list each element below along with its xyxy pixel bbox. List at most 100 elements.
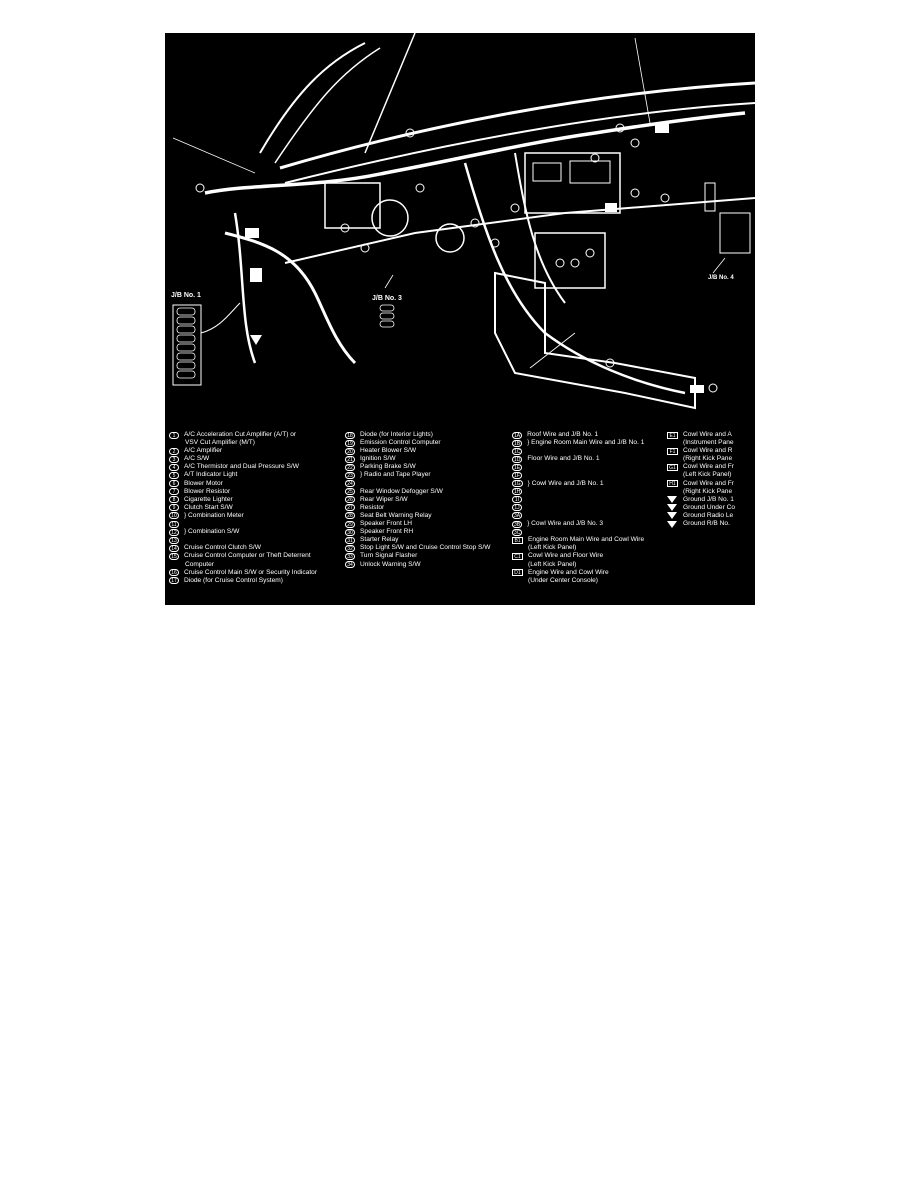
legend-item: 1H — [512, 488, 644, 496]
legend-number: B1 — [512, 536, 523, 544]
ground-triangle-icon — [667, 520, 677, 528]
legend-item: 10} Combination Meter — [169, 512, 317, 520]
legend-number: 1G — [512, 480, 523, 488]
legend-number: 4 — [169, 463, 179, 471]
legend-number: 1I — [512, 496, 522, 504]
legend-number: F1 — [667, 447, 678, 455]
legend-text: Starter Relay — [360, 536, 399, 544]
legend-item: 1B } Engine Room Main Wire and J/B No. 1 — [512, 439, 644, 447]
legend-number: 8 — [169, 496, 179, 504]
legend-item: Ground R/B No. — [667, 520, 735, 528]
legend-number: 6 — [169, 480, 179, 488]
legend-number: 26 — [345, 496, 355, 504]
legend-number: 5 — [169, 472, 179, 480]
legend-item: 1C — [512, 447, 644, 455]
legend-item: 3A — [512, 512, 644, 520]
legend-item: 1I — [512, 496, 644, 504]
legend-text: Turn Signal Flasher — [360, 552, 418, 560]
legend-text: Cowl Wire and R — [683, 447, 733, 455]
legend-text: Stop Light S/W and Cruise Control Stop S… — [360, 544, 491, 552]
legend-number: 34 — [345, 561, 355, 569]
legend-text: VSV Cut Amplifier (M/T) — [185, 439, 255, 447]
legend-number: 14 — [169, 544, 179, 552]
legend-number: 32 — [345, 544, 355, 552]
legend-text: } Cowl Wire and J/B No. 1 — [527, 479, 604, 487]
legend-item: (Left Kick Panel) — [512, 561, 644, 569]
legend-number: 1D — [512, 455, 523, 463]
legend-item: F1 Cowl Wire and R — [667, 447, 735, 455]
legend-number: 3B — [512, 520, 523, 528]
legend-number: 3A — [512, 512, 523, 520]
legend-text: Seat Belt Warning Relay — [360, 511, 432, 519]
legend-number: 3 — [169, 455, 179, 463]
ground-triangle-icon — [667, 496, 677, 504]
legend-number: 23 — [345, 472, 355, 480]
jb1-label: J/B No. 1 — [171, 292, 201, 299]
legend-number: E1 — [667, 431, 678, 439]
legend-text: (Left Kick Panel) — [683, 471, 732, 479]
legend-number: 19 — [345, 439, 355, 447]
legend-number: 1J — [512, 504, 522, 512]
legend-item: Ground J/B No. 1 — [667, 496, 735, 504]
legend-item: (Under Center Console) — [512, 577, 644, 585]
legend-text: Blower Resistor — [184, 487, 231, 495]
legend-text: } Cowl Wire and J/B No. 3 — [527, 520, 603, 528]
legend-item: 31 Starter Relay — [345, 536, 490, 544]
legend-text: Heater Blower S/W — [360, 447, 417, 455]
legend-text: Rear Window Defogger S/W — [360, 487, 443, 495]
legend-text: (Right Kick Pane — [683, 487, 733, 495]
legend-number: 1B — [512, 439, 523, 447]
legend-item: (Right Kick Pane — [667, 488, 735, 496]
legend-text: Speaker Front RH — [360, 528, 414, 536]
legend-item: 1J — [512, 504, 644, 512]
legend-text: Ignition S/W — [360, 455, 396, 463]
legend-number: 1H — [512, 488, 523, 496]
ground-triangle-icon — [667, 512, 677, 520]
legend-item: Computer — [169, 561, 317, 569]
legend-text: } Radio and Tape Player — [360, 471, 431, 479]
legend-item: 13 — [169, 536, 317, 544]
legend-number: 21 — [345, 455, 355, 463]
legend-number: 11 — [169, 520, 179, 528]
legend-item: VSV Cut Amplifier (M/T) — [169, 439, 317, 447]
legend-text: (Left Kick Panel) — [528, 560, 577, 568]
legend-number: 1C — [512, 447, 523, 455]
legend-number: 20 — [345, 447, 355, 455]
jb3-label: J/B No. 3 — [372, 295, 402, 302]
legend-text: } Engine Room Main Wire and J/B No. 1 — [527, 439, 645, 447]
legend-text: Ground J/B No. 1 — [683, 495, 734, 503]
legend-number: 17 — [169, 577, 179, 585]
legend-text: Speaker Front LH — [360, 520, 413, 528]
legend-text: (Under Center Console) — [528, 576, 598, 584]
legend-item: 3B } Cowl Wire and J/B No. 3 — [512, 520, 644, 528]
legend-text: Floor Wire and J/B No. 1 — [527, 455, 600, 463]
legend-number: 31 — [345, 536, 355, 544]
legend-text: } Combination S/W — [184, 528, 240, 536]
legend-number: 22 — [345, 463, 355, 471]
legend-item: 3 A/C S/W — [169, 455, 317, 463]
legend-text: A/C Thermistor and Dual Pressure S/W — [184, 463, 299, 471]
legend-number: 2 — [169, 447, 179, 455]
legend-number: 24 — [345, 480, 355, 488]
legend-number: 3C — [512, 528, 523, 536]
legend-item: 1F — [512, 471, 644, 480]
legend-item: 24 — [345, 480, 490, 488]
legend-text: A/C S/W — [184, 455, 210, 463]
